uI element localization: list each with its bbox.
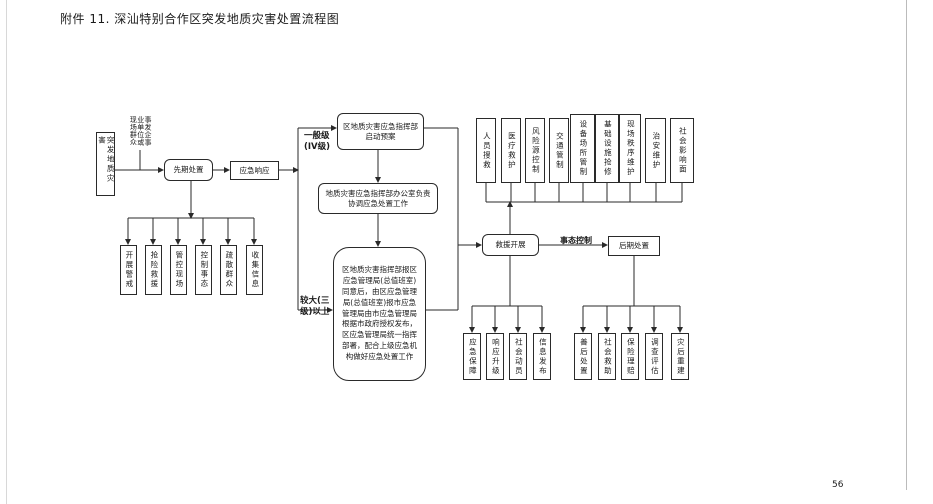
rescue-task-box: 社会影响面 <box>670 118 694 183</box>
rescue-task-box: 风险源控制 <box>525 118 545 183</box>
rescue-task-box: 设备场所管制 <box>570 114 595 183</box>
after-task-box: 社会救助 <box>598 333 616 380</box>
rescue-task-box: 人员搜救 <box>476 118 496 183</box>
page-left-edge <box>6 0 7 504</box>
rescue-task-box: 交通管制 <box>549 118 569 183</box>
action-box: 开展警戒 <box>120 245 137 295</box>
after-task-box: 调查评估 <box>645 333 663 380</box>
action-box: 抢险救援 <box>145 245 162 295</box>
after-task-box: 灾后重建 <box>671 333 689 380</box>
major-process-box: 区地质灾害指挥部报区应急管理局(总值班室)同意后，由区应急管理局(总值班室)报市… <box>333 247 426 381</box>
action-box: 控制事态 <box>195 245 212 295</box>
start-box: 突发地质灾害 <box>96 132 115 196</box>
page-number: 56 <box>832 480 844 490</box>
control-label: 事态控制 <box>560 236 592 245</box>
level-general-label: 一般级(IV级) <box>304 131 331 152</box>
support-task-box: 响应升级 <box>486 333 504 380</box>
rescue-task-box: 基础设施抢修 <box>595 114 619 183</box>
after-task-box: 保险理赔 <box>621 333 639 380</box>
support-task-box: 社会动员 <box>509 333 527 380</box>
rescue-task-box: 治安维护 <box>645 118 666 183</box>
action-box: 疏散群众 <box>220 245 237 295</box>
emergency-response-box: 应急响应 <box>230 161 279 180</box>
first-response-box: 先期处置 <box>164 159 213 181</box>
hq-activation-box: 区地质灾害应急指挥部启动预案 <box>337 113 424 150</box>
rescue-box: 救援开展 <box>482 234 539 256</box>
action-box: 收集信息 <box>246 245 263 295</box>
level-major-label: 较大(三级)以上 <box>300 296 330 317</box>
support-task-box: 应急保障 <box>463 333 481 380</box>
after-task-box: 善后处置 <box>574 333 592 380</box>
action-box: 管控现场 <box>170 245 187 295</box>
page-title: 附件 11. 深汕特别合作区突发地质灾害处置流程图 <box>60 12 340 26</box>
rescue-task-box: 现场秩序维护 <box>619 114 641 183</box>
page-right-edge <box>906 0 907 490</box>
aftermath-box: 后期处置 <box>608 236 660 256</box>
office-coordination-box: 地质灾害应急指挥部办公室负责协调应急处置工作 <box>318 183 438 214</box>
reporters-label: 事发企事业单位或现场群众 <box>129 116 153 146</box>
support-task-box: 信息发布 <box>533 333 551 380</box>
rescue-task-box: 医疗救护 <box>501 118 521 183</box>
